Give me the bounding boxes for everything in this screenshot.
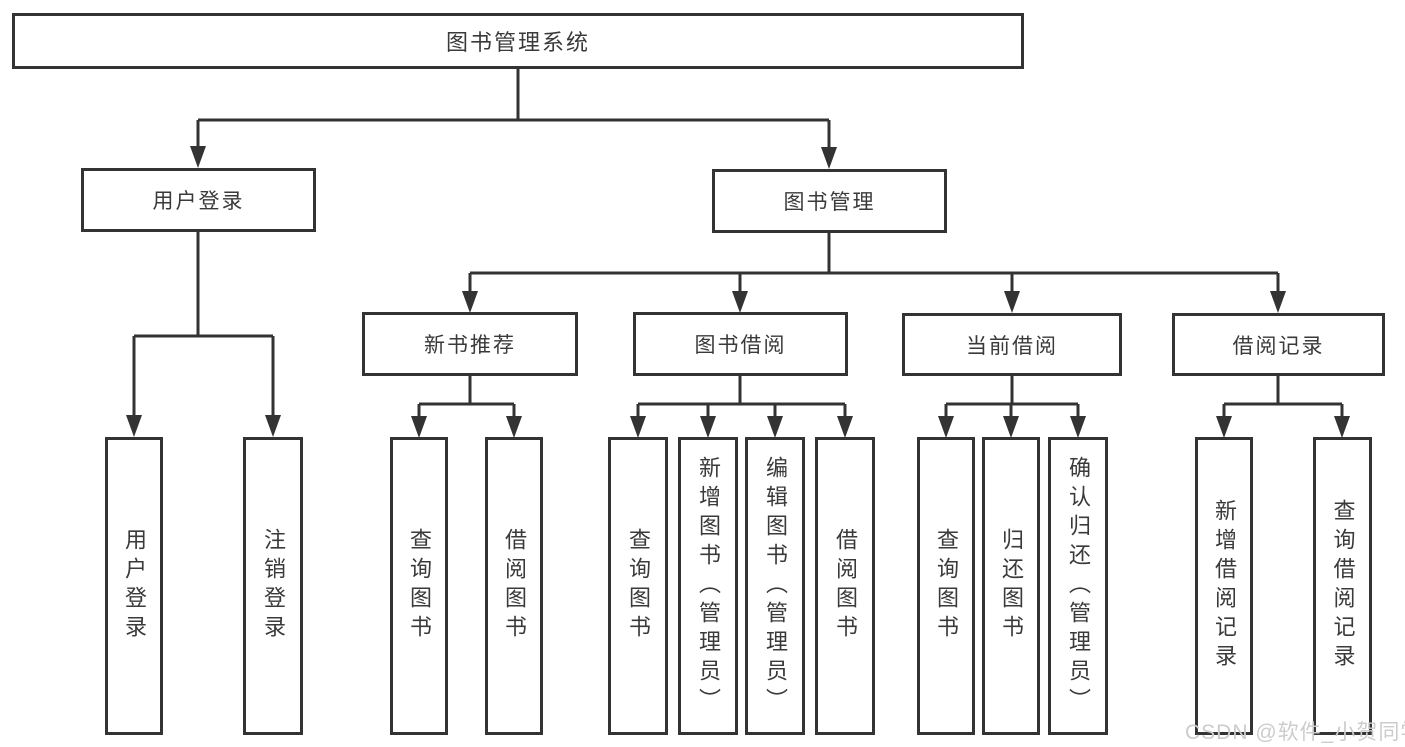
leaf-add-book-admin: 新增图书（管理员） bbox=[678, 437, 738, 735]
node-library-system: 图书管理系统 bbox=[12, 13, 1024, 69]
leaf-borrow-books-label: 借阅图书 bbox=[833, 528, 858, 644]
node-book-management: 图书管理 bbox=[712, 169, 947, 233]
node-current-borrowing: 当前借阅 bbox=[902, 313, 1122, 376]
leaf-add-borrow-record-label: 新增借阅记录 bbox=[1212, 499, 1237, 673]
node-current-borrowing-label: 当前借阅 bbox=[966, 334, 1058, 358]
leaf-query-books-recommend-label: 查询图书 bbox=[407, 528, 432, 644]
leaf-borrow-books-recommend: 借阅图书 bbox=[485, 437, 543, 735]
leaf-query-books-borrow-label: 查询图书 bbox=[626, 528, 651, 644]
leaf-query-books-current-label: 查询图书 bbox=[934, 528, 959, 644]
node-new-book-recommend-label: 新书推荐 bbox=[424, 334, 516, 357]
leaf-return-book-label: 归还图书 bbox=[999, 528, 1024, 644]
leaf-logout: 注销登录 bbox=[243, 437, 303, 735]
leaf-add-book-admin-label: 新增图书（管理员） bbox=[696, 455, 721, 717]
leaf-confirm-return-admin-label: 确认归还（管理员） bbox=[1066, 455, 1091, 717]
node-library-system-label: 图书管理系统 bbox=[445, 30, 590, 55]
leaf-query-books-recommend: 查询图书 bbox=[390, 437, 448, 735]
leaf-return-book: 归还图书 bbox=[982, 437, 1040, 735]
leaf-query-borrow-record: 查询借阅记录 bbox=[1313, 437, 1372, 735]
node-borrowing-records-label: 借阅记录 bbox=[1232, 334, 1325, 358]
leaf-query-books-borrow: 查询图书 bbox=[608, 437, 668, 735]
node-book-borrowing: 图书借阅 bbox=[633, 312, 848, 376]
leaf-edit-book-admin: 编辑图书（管理员） bbox=[745, 437, 805, 735]
leaf-edit-book-admin-label: 编辑图书（管理员） bbox=[763, 455, 788, 717]
leaf-borrow-books: 借阅图书 bbox=[815, 437, 875, 735]
node-borrowing-records: 借阅记录 bbox=[1172, 313, 1385, 376]
leaf-add-borrow-record: 新增借阅记录 bbox=[1195, 437, 1253, 735]
node-user-login: 用户登录 bbox=[81, 168, 316, 232]
csdn-watermark: CSDN @软件_小贺同学 bbox=[1185, 721, 1405, 744]
leaf-user-login-label: 用户登录 bbox=[122, 528, 147, 644]
leaf-borrow-books-recommend-label: 借阅图书 bbox=[502, 528, 527, 644]
node-new-book-recommend: 新书推荐 bbox=[362, 312, 578, 376]
arrowheads bbox=[126, 146, 1350, 438]
leaf-logout-label: 注销登录 bbox=[261, 528, 286, 644]
leaf-query-books-current: 查询图书 bbox=[917, 437, 975, 735]
tree-edges bbox=[132, 69, 1344, 419]
leaf-user-login: 用户登录 bbox=[105, 437, 163, 735]
node-book-borrowing-label: 图书借阅 bbox=[694, 334, 787, 357]
node-book-management-label: 图书管理 bbox=[783, 191, 876, 214]
leaf-query-borrow-record-label: 查询借阅记录 bbox=[1330, 499, 1356, 673]
node-user-login-label: 用户登录 bbox=[152, 190, 245, 213]
leaf-confirm-return-admin: 确认归还（管理员） bbox=[1048, 437, 1108, 735]
